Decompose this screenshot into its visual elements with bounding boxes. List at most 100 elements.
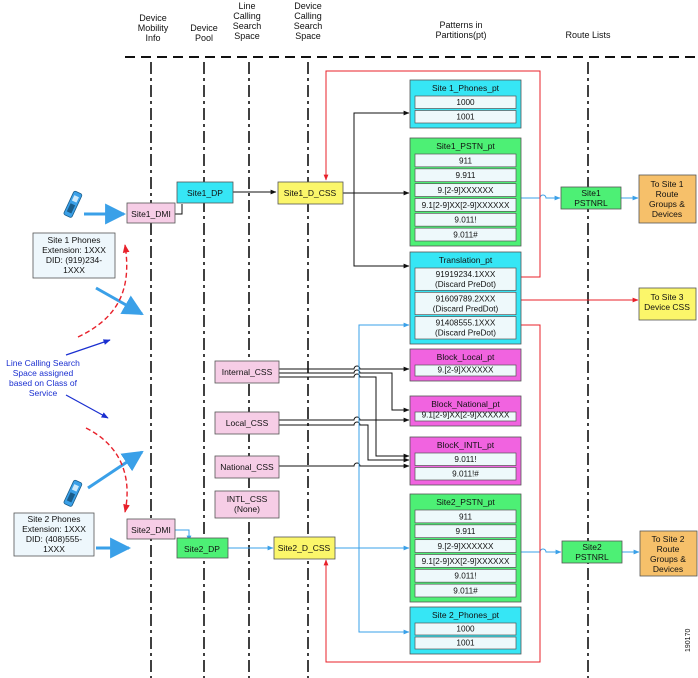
link-local-blockintl (279, 421, 410, 463)
partition-title: BlocK_INTL_pt (437, 440, 495, 450)
link-internal-blocklocal (279, 365, 410, 372)
site1-dp-box[interactable] (176, 181, 234, 204)
site1-dmi-box[interactable] (126, 202, 176, 224)
link-local-blocknational (279, 416, 410, 423)
pattern-text: 9.011!# (452, 470, 479, 479)
dashed-curve-upper (77, 244, 130, 338)
link-internal-blocknational (279, 369, 410, 413)
partition-block-national[interactable]: Block_National_pt 9.1[2-9]XX[2-9]XXXXXX (409, 395, 522, 427)
site1-dcss-box[interactable] (277, 181, 344, 205)
pattern-text: 9.011# (453, 587, 478, 596)
national-css-box[interactable] (214, 455, 280, 479)
partition-site2-pstn[interactable]: Site2_PSTN_pt9119.9119.[2-9]XXXXXX9.1[2-… (409, 493, 522, 603)
pattern-cell (414, 95, 517, 109)
partition-block-local[interactable]: Block_Local_pt9.[2-9]XXXXXX (409, 348, 522, 382)
site2-dcss-label: Site2_D_CSS (278, 543, 331, 553)
local-css-box[interactable] (214, 411, 280, 435)
link-pstn2-rl2 (521, 548, 562, 555)
site2-dmi-box[interactable] (126, 518, 176, 540)
pattern-cell (414, 583, 517, 598)
pattern-text: 9.1[2-9]XX[2-9]XXXXXX (422, 201, 510, 210)
internal-css-label: Internal_CSS (222, 367, 273, 377)
link-dcss2-phones2 (335, 547, 410, 635)
note-arrow-up (65, 339, 111, 356)
loop-translation-site2dcss (323, 324, 541, 663)
pattern-cell (414, 198, 517, 212)
pattern-text: 9.011! (454, 216, 476, 225)
site2-dp-box[interactable] (176, 537, 229, 559)
pattern-text: 9.911 (456, 527, 476, 536)
pattern-cell (414, 452, 517, 466)
figure-id: 190170 (685, 629, 692, 652)
dashed-curve-lower (85, 427, 130, 513)
note-arrow-down (65, 394, 109, 419)
pattern-cell (414, 636, 517, 650)
arrow-site2-up (87, 450, 144, 490)
partition-title: Site 1_Phones_pt (432, 83, 500, 93)
site1-phones-box (32, 232, 116, 279)
link-dmi2-dp2 (175, 529, 192, 542)
link-dmi1-dp1 (175, 204, 183, 215)
site2-dcss-box[interactable] (273, 536, 336, 560)
pattern-text: 9.011! (454, 572, 476, 581)
pattern-text: 91408555.1XXX(Discard PreDot) (435, 319, 496, 338)
dest-site3-box[interactable] (638, 287, 697, 321)
link-internal-blockintl (279, 373, 410, 459)
link-dcss2-translation (335, 322, 410, 549)
site1-dcss-label: Site1_D_CSS (284, 188, 337, 198)
pattern-cell (414, 524, 517, 539)
partition-site1-pstn[interactable]: Site1_PSTN_pt9119.9119.[2-9]XXXXXX9.1[2-… (409, 137, 522, 247)
internal-css-box[interactable] (214, 360, 280, 384)
pattern-text: 91609789.2XXX(Discard PredDot) (433, 294, 499, 313)
partition-title: Site 2_Phones_pt (432, 610, 500, 620)
dest-site1-box[interactable] (638, 174, 697, 224)
arrow-site1-down (95, 286, 144, 316)
pattern-text: 9.011! (454, 455, 476, 464)
pattern-text: 1000 (456, 98, 475, 107)
pattern-cell (414, 183, 517, 197)
partition-title: Translation_pt (439, 255, 493, 265)
site2-phones-box (13, 512, 95, 557)
pattern-cell (414, 364, 517, 377)
pattern-cell (414, 316, 517, 340)
local-css-label: Local_CSS (226, 418, 269, 428)
connectors (65, 70, 640, 663)
pattern-text: 911 (459, 512, 472, 521)
national-css-label: National_CSS (220, 462, 274, 472)
intl-css-box[interactable] (214, 490, 280, 519)
site1-phone-icon (63, 190, 83, 218)
header-route-lists: Route Lists (565, 30, 611, 40)
loop-translation-site1dcss (323, 70, 541, 278)
pattern-text: 1001 (456, 113, 475, 122)
site2-phone-icon (63, 479, 83, 507)
pattern-text: 9.[2-9]XXXXXX (438, 186, 495, 195)
dest-site2-box[interactable] (639, 530, 698, 577)
link-site1dcss-phones (343, 110, 410, 194)
pattern-text: 9.1[2-9]XX[2-9]XXXXXX (422, 557, 510, 566)
pattern-text: 9.1[2-9]XX[2-9]XXXXXX (422, 411, 510, 420)
pattern-cell (414, 539, 517, 553)
site1-dp-label: Site1_DP (187, 188, 223, 198)
site2-pstnrl-box[interactable] (561, 540, 623, 564)
site2-dp-label: Site2_DP (184, 544, 220, 554)
pattern-text: 911 (459, 156, 472, 165)
pattern-cell (414, 110, 517, 124)
partition-block-intl[interactable]: BlocK_INTL_pt 9.011! 9.011!# (409, 436, 522, 486)
pattern-cell (414, 509, 517, 524)
site1-pstnrl-box[interactable] (560, 186, 622, 210)
pattern-text: 1001 (456, 639, 475, 648)
partition-title: Block_National_pt (431, 399, 500, 409)
partition-site1-phones[interactable]: Site 1_Phones_pt 1000 1001 (409, 79, 522, 129)
